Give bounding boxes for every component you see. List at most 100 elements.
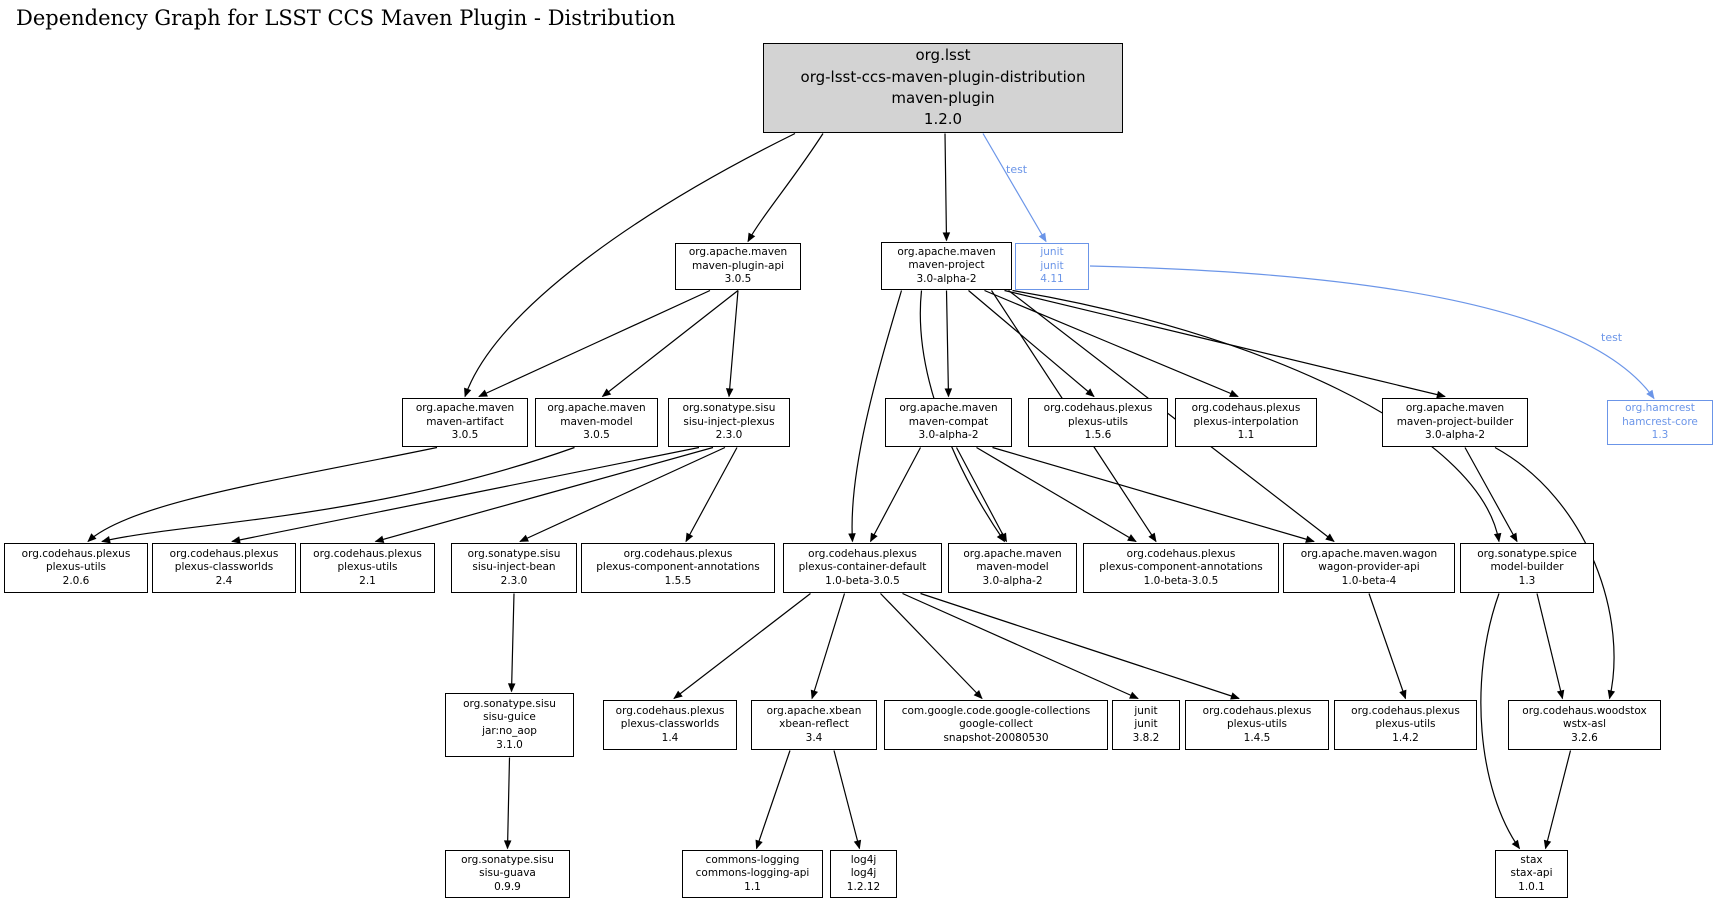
node-line: org.codehaus.plexus (169, 547, 279, 560)
node-line: 1.3 (1518, 574, 1536, 587)
edge-maven-project-to-maven-compat (944, 290, 953, 398)
node-line: org.codehaus.plexus (1191, 402, 1301, 415)
node-line: stax-api (1510, 867, 1553, 880)
node-line: 2.0.6 (62, 574, 90, 587)
node-line: 3.0.5 (583, 429, 610, 442)
node-line: org.codehaus.plexus (313, 547, 422, 560)
node-line: org.sonatype.sisu (461, 853, 554, 866)
node-line: org.apache.maven (897, 245, 996, 258)
node-line: 3.4 (805, 731, 823, 744)
node-line: 3.8.2 (1132, 731, 1160, 744)
node-line: 2.4 (215, 574, 233, 587)
node-line: junit (1134, 704, 1158, 717)
edge-maven-project-to-plexus-interpolation (984, 289, 1239, 398)
node-line: org.codehaus.plexus (1043, 402, 1153, 415)
node-line: 1.4.5 (1243, 731, 1271, 744)
node-line: 3.1.0 (496, 738, 523, 751)
node-line: plexus-utils (337, 561, 398, 574)
node-line: maven-artifact (426, 415, 504, 428)
edge-pcd-to-google-collect (880, 593, 983, 700)
node-line: plexus-component-annotations (596, 561, 760, 574)
node-line: org.hamcrest (1625, 402, 1695, 415)
node-line: org.codehaus.plexus (615, 704, 725, 717)
node-line: sisu-guava (479, 867, 536, 880)
edge-maven-project-to-model-builder (1012, 289, 1502, 543)
node-line: snapshot-20080530 (943, 731, 1049, 744)
node-line: org.apache.maven (547, 402, 646, 415)
node-line: org.apache.maven (415, 402, 515, 415)
node-line: org.codehaus.plexus (21, 547, 131, 560)
node-line: plexus-classworlds (620, 718, 720, 731)
node-line: org.sonatype.sisu (463, 697, 556, 710)
edge-maven-project-builder-to-model-builder (1464, 447, 1518, 543)
edge-model-builder-to-woodstox (1536, 593, 1565, 700)
edge-maven-project-to-wagon (1008, 290, 1335, 543)
node-line: 1.4.2 (1392, 731, 1419, 744)
node-line: google-collect (959, 718, 1033, 731)
node-line: org.apache.maven (1405, 402, 1505, 415)
node-line: 1.2.0 (923, 110, 963, 129)
edge-maven-compat-to-pcd (869, 447, 922, 543)
edge-pcd-to-xbean-reflect (810, 593, 846, 700)
edge-root-to-junit4 (982, 133, 1047, 243)
node-line: maven-project (908, 259, 985, 272)
node-line: hamcrest-core (1622, 415, 1698, 428)
edge-maven-plugin-api-to-maven-model-305 (601, 290, 739, 398)
node-line: maven-plugin (891, 89, 995, 107)
node-line: wagon-provider-api (1318, 561, 1420, 574)
node-line: 3.0-alpha-2 (916, 272, 977, 285)
edge-sisu-inject-plexus-to-plexus-utils-21 (374, 446, 714, 543)
edge-xbean-reflect-to-commons-logging (755, 750, 791, 850)
node-line: commons-logging-api (695, 867, 810, 880)
edge-maven-plugin-api-to-sisu-inject-plexus (725, 290, 739, 398)
edge-junit4-to-hamcrest (1089, 265, 1655, 400)
node-line: org.sonatype.sisu (682, 402, 776, 415)
node-line: 3.0.5 (451, 429, 479, 442)
node-line: 3.0-alpha-2 (1424, 429, 1486, 442)
node-line: 1.0-beta-3.0.5 (825, 574, 900, 587)
node-line: sisu-inject-plexus (683, 415, 775, 428)
edge-woodstox-to-stax (1543, 750, 1572, 850)
node-line: 0.9.9 (494, 880, 521, 893)
node-line: 3.0.5 (724, 273, 752, 286)
node-line: plexus-classworlds (174, 561, 274, 574)
node-line: org.apache.xbean (766, 704, 862, 717)
edge-root-to-maven-artifact (464, 132, 796, 398)
node-line: org.apache.maven (963, 547, 1062, 560)
node-line: com.google.code.google-collections (901, 704, 1091, 717)
